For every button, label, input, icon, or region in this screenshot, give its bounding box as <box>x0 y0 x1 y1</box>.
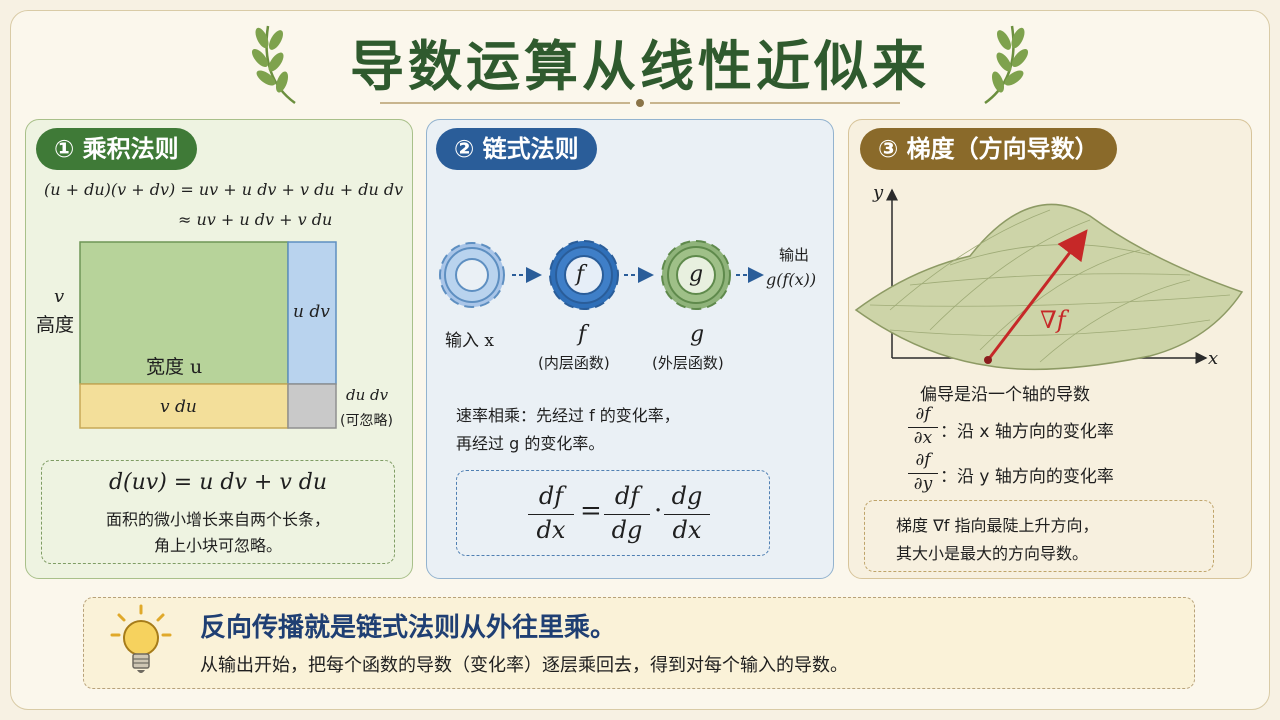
vdu-label: v du <box>160 397 197 417</box>
backprop-headline: 反向传播就是链式法则从外往里乘。 <box>200 613 617 643</box>
partial-y-denominator: ∂y <box>913 474 933 494</box>
laurel-left-icon <box>251 25 296 105</box>
product-rule-badge: ① 乘积法则 <box>36 128 197 170</box>
partial-x-numerator: ∂f <box>915 404 931 424</box>
partial-y-numerator: ∂f <box>915 450 931 470</box>
backprop-callout-box <box>83 597 1195 689</box>
output-expression: g(f(x)) <box>766 270 817 289</box>
chain-rule-panel <box>426 119 834 579</box>
gear-g-symbol: g <box>689 262 704 287</box>
partial-x-description: ：沿 x 轴方向的变化率 <box>940 422 1114 442</box>
df-dg-denominator: dg <box>611 516 643 544</box>
expansion-equation-line1: (u + du)(v + dv) = uv + u dv + v du + du… <box>44 180 404 199</box>
page-title: 导数运算从线性近似来 <box>350 35 930 98</box>
equals-sign: = <box>580 496 602 526</box>
hill-surface <box>854 203 1244 371</box>
partial-x-denominator: ∂x <box>913 428 933 448</box>
inner-function-caption: (内层函数) <box>538 354 610 372</box>
dg-dx-numerator: dg <box>671 482 703 510</box>
gradient-badge: ③ 梯度（方向导数） <box>860 128 1117 170</box>
inner-function-symbol: f <box>578 322 587 347</box>
partial-y-fraction-bar <box>908 473 938 474</box>
gradient-summary-box <box>864 500 1214 572</box>
input-label: 输入 x <box>445 331 494 351</box>
chain-rule-note-line2: 再经过 g 的变化率。 <box>456 434 605 453</box>
product-rule-formula: d(uv) = u dv + v du <box>108 470 328 495</box>
chain-rule-badge: ② 链式法则 <box>436 128 597 170</box>
outer-function-caption: (外层函数) <box>652 354 724 372</box>
gradient-label: ∇f <box>1040 306 1066 334</box>
output-label: 输出 <box>779 246 810 264</box>
gear-chain-diagram <box>439 240 764 310</box>
lightbulb-icon <box>110 604 172 673</box>
partial-y-description: ：沿 y 轴方向的变化率 <box>940 467 1114 487</box>
area-udv-rect <box>287 241 337 385</box>
height-label: 高度 <box>36 314 75 336</box>
input-gear-icon <box>439 242 505 308</box>
lhs-numerator: df <box>538 482 564 510</box>
laurel-right-icon <box>984 25 1029 105</box>
outer-function-symbol: g <box>690 322 705 347</box>
negligible-label: (可忽略) <box>340 413 393 429</box>
area-dudv-rect <box>287 383 337 429</box>
lhs-denominator: dx <box>536 516 566 544</box>
lhs-fraction-bar <box>528 514 574 515</box>
width-label: 宽度 u <box>146 356 203 378</box>
gradient-note-line2: 其大小是最大的方向导数。 <box>896 544 1089 563</box>
gradient-origin-point <box>984 356 992 364</box>
g-gear-icon <box>661 240 731 310</box>
title-divider <box>380 99 900 107</box>
gradient-note-line1: 梯度 ∇f 指向最陡上升方向， <box>896 516 1099 535</box>
x-axis-label: x <box>1208 348 1219 369</box>
area-diagram <box>79 241 337 429</box>
partial-x-fraction-bar <box>908 427 938 428</box>
product-rule-note-line1: 面积的微小增长来自两个长条， <box>105 510 330 529</box>
product-rule-summary-box <box>41 460 395 564</box>
dudv-label: du dv <box>346 386 389 404</box>
partial-derivative-title: 偏导是沿一个轴的导数 <box>920 385 1090 405</box>
product-rule-note-line2: 角上小块可忽略。 <box>153 536 282 555</box>
height-var-label: v <box>54 286 65 307</box>
backprop-description: 从输出开始，把每个函数的导数（变化率）逐层乘回去，得到对每个输入的导数。 <box>200 655 848 676</box>
y-axis-label: y <box>873 182 884 203</box>
udv-label: u dv <box>293 302 330 322</box>
chain-rule-formula-box <box>456 470 770 556</box>
f-gear-icon <box>549 240 619 310</box>
df-dg-fraction-bar <box>604 514 650 515</box>
gradient-arrow <box>986 229 1088 361</box>
gear-f-symbol: f <box>576 262 585 287</box>
dg-dx-fraction-bar <box>664 514 710 515</box>
expansion-equation-line2: ≈ uv + u dv + v du <box>178 210 333 229</box>
df-dg-numerator: df <box>614 482 640 510</box>
surface-plot <box>854 188 1244 371</box>
dg-dx-denominator: dx <box>672 516 702 544</box>
multiply-dot: · <box>654 496 663 526</box>
chain-rule-note-line1: 速率相乘：先经过 f 的变化率， <box>456 406 680 425</box>
